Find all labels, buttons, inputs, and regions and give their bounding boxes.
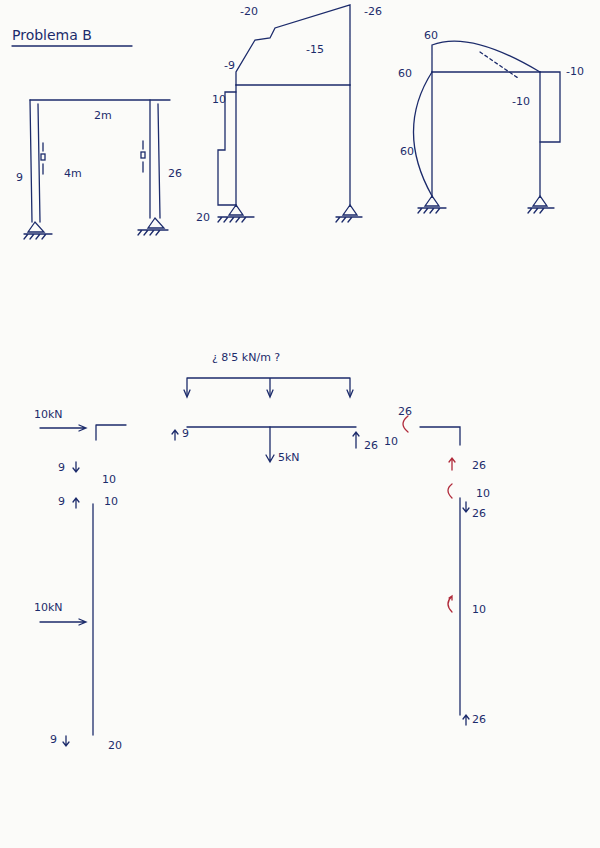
value-label: -20 bbox=[240, 6, 258, 17]
value-label: 20 bbox=[196, 212, 210, 223]
value-label: -10 bbox=[566, 66, 584, 77]
value-label: 9 bbox=[58, 462, 65, 473]
value-label: -10 bbox=[512, 96, 530, 107]
value-label: 9 bbox=[58, 496, 65, 507]
value-label: -9 bbox=[224, 60, 235, 71]
value-label: 10 bbox=[102, 474, 116, 485]
value-label: -15 bbox=[306, 44, 324, 55]
value-label: 10kN bbox=[34, 409, 63, 420]
value-label: 26 bbox=[472, 508, 486, 519]
value-label: 20 bbox=[108, 740, 122, 751]
value-label: 26 bbox=[472, 714, 486, 725]
value-label: 4m bbox=[64, 168, 82, 179]
value-label: 10 bbox=[384, 436, 398, 447]
value-label: 26 bbox=[168, 168, 182, 179]
value-label: 60 bbox=[424, 30, 438, 41]
value-label: -26 bbox=[364, 6, 382, 17]
value-label: 10 bbox=[476, 488, 490, 499]
value-label: ¿ 8'5 kN/m ? bbox=[212, 352, 280, 363]
value-label: 5kN bbox=[278, 452, 300, 463]
value-label: 9 bbox=[16, 172, 23, 183]
value-label: 26 bbox=[398, 406, 412, 417]
value-label: 10 bbox=[212, 94, 226, 105]
value-label: 60 bbox=[400, 146, 414, 157]
value-label: 26 bbox=[364, 440, 378, 451]
value-label: 9 bbox=[182, 428, 189, 439]
value-label: 26 bbox=[472, 460, 486, 471]
value-label: 9 bbox=[50, 734, 57, 745]
value-label: 2m bbox=[94, 110, 112, 121]
value-label: 10kN bbox=[34, 602, 63, 613]
value-label: 10 bbox=[472, 604, 486, 615]
value-label: 10 bbox=[104, 496, 118, 507]
value-label: 60 bbox=[398, 68, 412, 79]
title: Problema B bbox=[12, 28, 92, 42]
